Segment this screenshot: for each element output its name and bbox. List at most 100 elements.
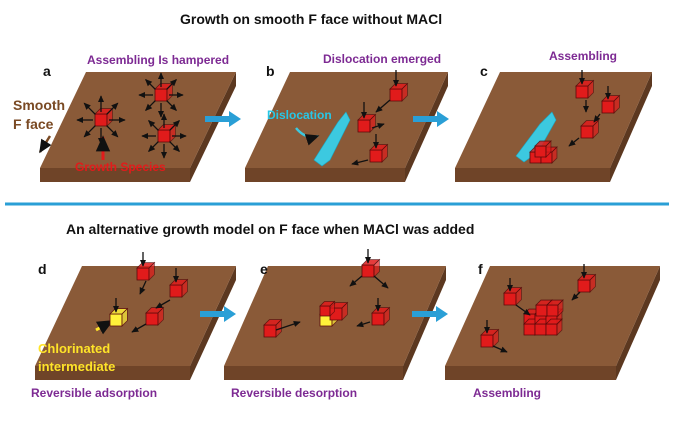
cube-c2-front — [601, 100, 615, 114]
arrow-e6-out — [275, 321, 301, 331]
f-face-label: F face — [13, 116, 54, 132]
panel-letter-a: a — [43, 63, 51, 79]
cube-e5 — [371, 306, 391, 326]
diffuse-a3-arrow-6 — [148, 141, 159, 152]
bottom-title: An alternative growth model on F face wh… — [66, 221, 475, 237]
arrow-e1-out2 — [373, 275, 389, 289]
cube-b3-side — [381, 143, 388, 163]
cube-e6 — [263, 318, 283, 338]
slab-c-side — [610, 72, 652, 182]
process-arrow-a-b — [205, 111, 241, 127]
cube-e5-side — [383, 306, 390, 326]
diffuse-a1-arrow-5 — [106, 102, 119, 115]
cube-d1 — [136, 261, 156, 281]
cube-b2-front — [357, 119, 371, 133]
slab-f-front — [445, 366, 616, 380]
cube-d4 — [145, 306, 165, 326]
cube-f3-side — [492, 328, 499, 348]
slab-b-front — [245, 168, 405, 182]
cube-d2-front — [169, 284, 183, 298]
cube-a2-front — [154, 88, 168, 102]
slab-e-side — [403, 266, 446, 380]
cube-f2-side — [589, 273, 596, 293]
cube-f-cluster-top1-front — [535, 304, 548, 317]
panel-letter-b: b — [266, 63, 275, 79]
diffuse-a3-arrow-5 — [169, 120, 180, 131]
arrow-d2-out — [155, 299, 171, 309]
caption-c: Assembling — [549, 49, 618, 63]
cube-c1-side — [587, 79, 594, 99]
arrow-d1-out — [139, 280, 147, 295]
arrow-e1-out — [349, 275, 363, 287]
diffuse-a1-arrow-6 — [83, 125, 96, 138]
arrow-e5-out — [356, 321, 371, 328]
cube-f2-front — [577, 279, 591, 293]
cube-f1-front — [503, 292, 517, 306]
cube-f1-side — [515, 286, 522, 306]
cube-e6-front — [263, 324, 277, 338]
cube-f-cluster-2-1-front — [545, 323, 558, 336]
cube-d4-side — [157, 306, 164, 326]
panel-letter-f: f — [478, 261, 483, 277]
diffuse-a2-arrow-4 — [145, 79, 156, 90]
intermediate-label: intermediate — [38, 359, 116, 374]
cube-a1-front — [94, 113, 108, 127]
cube-c6-front — [534, 145, 547, 158]
cube-d4-front — [145, 312, 159, 326]
cube-e4 — [319, 300, 336, 317]
smooth-face-pointer — [38, 135, 52, 154]
cube-a2 — [154, 82, 174, 102]
cube-d2-side — [181, 278, 188, 298]
slab-d-side — [190, 266, 236, 380]
cube-b3 — [369, 143, 389, 163]
cube-e3-side — [341, 301, 348, 321]
cube-b1-front — [389, 88, 403, 102]
cube-c3-front — [580, 125, 594, 139]
cube-c6-side — [545, 140, 552, 158]
chlorinated-pointer — [95, 319, 114, 335]
slab-c-front — [455, 168, 610, 182]
cube-d3-yellow-front — [109, 313, 123, 327]
dislocation-ribbon-b — [313, 111, 351, 167]
cube-d3-yellow — [109, 307, 129, 327]
diffuse-a2-arrow-6 — [145, 100, 156, 111]
cube-f3-front — [480, 334, 494, 348]
cube-d1-front — [136, 267, 150, 281]
slab-f-side — [616, 266, 660, 380]
cube-d3-yellow-side — [121, 307, 128, 327]
cube-a3-front — [157, 129, 171, 143]
arrow-f2-out — [571, 291, 581, 301]
cube-e1-front — [361, 264, 375, 278]
growth-species-label: Growth Species — [75, 160, 166, 174]
cube-f-cluster-0-1-front — [523, 323, 536, 336]
cube-e6-side — [275, 318, 282, 338]
caption-d: Reversible adsorption — [31, 386, 158, 400]
dislocation-ribbon-c — [515, 111, 557, 163]
cube-f-cluster-top2 — [546, 299, 564, 317]
arrow-f3-out — [492, 345, 508, 353]
chlorinated-label: Chlorinated — [38, 341, 111, 356]
arrow-b1-out — [375, 99, 391, 113]
cube-d1-side — [148, 261, 155, 281]
diffuse-a2-arrow-7 — [166, 100, 177, 111]
diffuse-a3-arrow-4 — [148, 120, 159, 131]
caption-e: Reversible desorption — [231, 386, 358, 400]
cube-f3 — [480, 328, 500, 348]
cube-b1 — [389, 82, 409, 102]
cube-f2 — [577, 273, 597, 293]
arrow-c2-out — [593, 113, 601, 123]
panel-letter-e: e — [260, 261, 268, 277]
arrow-d4-out — [131, 323, 147, 333]
cube-c1-front — [575, 85, 589, 99]
cube-f-cluster-top2-side — [557, 299, 564, 317]
diffuse-a3-arrow-7 — [169, 141, 180, 152]
diffuse-a1-arrow-4 — [83, 102, 96, 115]
slab-a-top — [40, 72, 236, 168]
cube-f1 — [503, 286, 523, 306]
panel-letter-c: c — [480, 63, 488, 79]
top-title: Growth on smooth F face without MACl — [180, 11, 443, 27]
slab-d-front — [35, 366, 190, 380]
process-arrow-d-e — [200, 306, 236, 322]
